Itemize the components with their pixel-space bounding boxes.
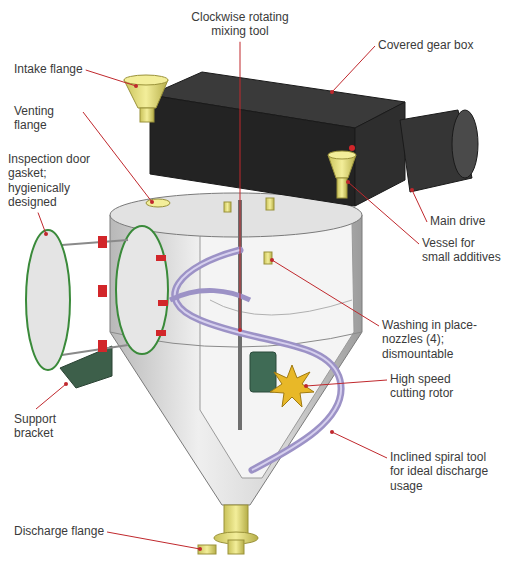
wash-nozzle <box>224 202 231 212</box>
part-label: Intake flange <box>14 62 83 76</box>
cutaway-interior <box>200 222 354 478</box>
motor-end <box>452 110 478 178</box>
door-clamp <box>98 285 107 297</box>
leader-dot <box>134 84 138 88</box>
part-label: Washing in place-nozzles (4); dismountab… <box>382 318 494 361</box>
part-label: Venting flange <box>14 104 80 133</box>
leader-line <box>83 112 152 202</box>
leader-dot <box>150 200 154 204</box>
additive-rim <box>328 151 356 159</box>
wash-nozzle <box>264 252 272 264</box>
part-label: Support bracket <box>14 412 84 441</box>
door-opening <box>116 226 168 354</box>
additive-valve <box>349 145 355 151</box>
leader-line <box>107 532 200 549</box>
gearbox-side <box>355 102 405 206</box>
leader-dot <box>304 384 308 388</box>
interior-edge <box>210 300 352 315</box>
leader-line <box>332 46 375 92</box>
leader-dot <box>238 328 242 332</box>
part-label: Inclined spiral tool for ideal discharge… <box>390 450 494 493</box>
part-label: Vessel for small additives <box>422 236 506 265</box>
door-clamp <box>158 300 168 306</box>
vessel-body <box>110 215 362 505</box>
door-hinge-arm <box>62 345 128 355</box>
leader-dot <box>64 382 68 386</box>
spiral-arm <box>170 291 250 300</box>
leader-dot <box>346 180 350 184</box>
door-clamp <box>156 255 166 261</box>
leader-dot <box>198 547 202 551</box>
leader-dot <box>44 232 48 236</box>
venting-flange <box>146 199 170 207</box>
intake-rim <box>124 75 168 85</box>
leader-dot <box>330 90 334 94</box>
part-label: Inspection door gasket; hygienically des… <box>8 152 108 210</box>
leader-dot <box>270 258 274 262</box>
gearbox-front <box>150 95 355 206</box>
wash-nozzle <box>266 198 274 210</box>
door-clamp <box>156 330 166 336</box>
leader-dot <box>410 188 414 192</box>
door-hinge-arm <box>62 240 128 245</box>
part-label: Covered gear box <box>378 38 473 52</box>
discharge-outlet <box>228 540 244 554</box>
additive-pipe <box>337 178 347 198</box>
spiral-highlight <box>175 250 341 470</box>
discharge-valve <box>198 545 216 554</box>
leader-line <box>272 260 379 326</box>
leader-line <box>412 190 427 222</box>
leader-line <box>36 384 66 409</box>
part-label: Discharge flange <box>14 524 104 538</box>
leader-line <box>38 213 46 234</box>
door-clamp <box>98 236 107 248</box>
spiral-tool <box>175 250 341 470</box>
leader-line <box>306 380 387 386</box>
leader-line <box>348 182 419 244</box>
cutting-rotor <box>270 365 314 407</box>
door-clamp <box>98 340 107 352</box>
discharge-pipe <box>224 505 248 535</box>
intake-pipe <box>140 108 154 122</box>
inspection-door <box>26 230 70 370</box>
part-label: Main drive <box>430 214 485 228</box>
leader-line <box>240 42 241 330</box>
part-label: High speed cutting rotor <box>390 372 486 401</box>
leader-dot <box>330 430 334 434</box>
part-title: Clockwise rotating mixing tool <box>175 10 305 39</box>
leader-line <box>86 70 136 86</box>
leader-line <box>332 432 387 458</box>
rotor-housing <box>250 352 276 392</box>
